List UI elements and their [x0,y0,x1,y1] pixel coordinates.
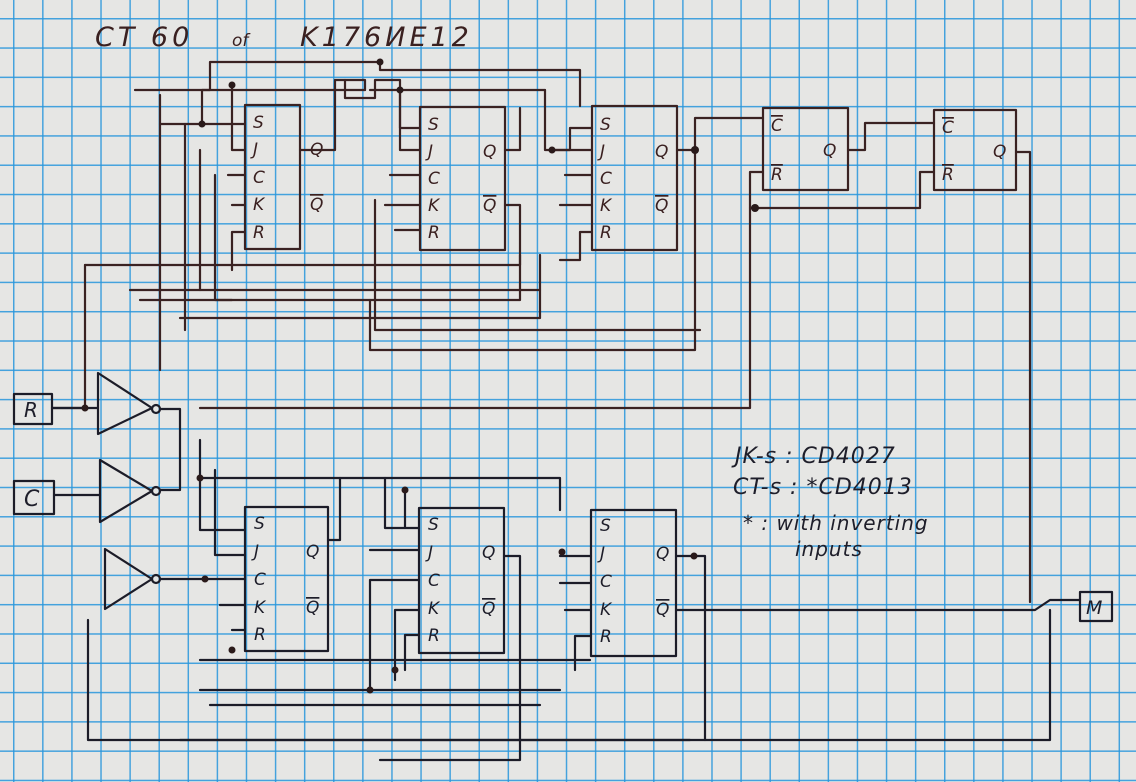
pin-s: S [600,115,611,135]
pin-c: C [600,572,612,592]
pin-j: J [250,140,258,160]
note-inputs: inputs [795,537,863,561]
title-of: of [232,31,251,51]
pin-cbar: C [942,118,954,138]
clock-terminal-label: C [24,487,40,512]
inverter-clock [98,458,162,524]
pin-j: J [597,142,605,162]
note-ct-chip: CT-s : *CD4013 [733,475,913,500]
jk-2-body [418,105,507,252]
pin-r: R [600,223,612,243]
pin-q: Q [483,142,496,162]
pin-c: C [253,168,265,188]
pin-k: K [428,599,441,619]
pin-qbar: Q [482,599,495,619]
inverter-1-bubble [150,403,162,415]
jk-flipflop-4: S J C K R Q Q [243,505,330,653]
pin-c: C [254,570,266,590]
pin-k: K [254,598,267,618]
jk-flipflop-3: S J C K R Q Q [590,104,679,252]
pin-c: C [428,169,440,189]
inverter-1-triangle [96,371,154,436]
minute-output-terminal: M [1078,590,1114,623]
pin-j: J [251,542,259,562]
inverter-reset [96,371,162,436]
jk-1-body [243,103,302,251]
pin-qbar: Q [655,196,668,216]
pin-s: S [428,115,439,135]
jk-flipflop-2: S J C K R Q Q [418,105,507,252]
pin-c: C [428,571,440,591]
jk-3-body [590,104,679,252]
pin-rbar: R [771,165,783,185]
pin-q: Q [306,542,319,562]
pin-qbar: Q [656,600,669,620]
pin-q: Q [993,142,1006,162]
jk-flipflop-5: S J C K R Q Q [417,506,506,655]
pin-j: J [597,544,605,564]
pin-k: K [600,600,613,620]
junctions [81,58,759,694]
minute-output-label: M [1086,597,1102,619]
note-jk-chip: JK-s : CD4027 [731,444,896,469]
pin-q: Q [482,543,495,563]
pin-k: K [600,196,613,216]
minute-output-box [1078,590,1114,623]
ct-flipflop-2: C R Q [932,108,1018,192]
pin-qbar: Q [306,598,319,618]
pin-s: S [254,514,265,534]
title-prefix: CT 60 [95,22,193,53]
pin-s: S [428,515,439,535]
jk-flipflop-6: S J C K R Q Q [589,508,678,658]
clock-terminal-box [12,479,56,516]
pin-k: K [253,195,266,215]
pin-q: Q [655,142,668,162]
pin-qbar: Q [483,196,496,216]
ct-flipflop-1: C R Q [761,106,850,192]
note-inverting: * : with inverting [743,511,929,535]
pin-r: R [428,626,440,646]
wires-top [50,60,1032,604]
inverter-3-bubble [150,573,162,585]
inverter-2-bubble [150,485,162,497]
pin-j: J [425,142,433,162]
inverter-2-triangle [98,458,154,524]
title: CT 60 of K176ИЕ12 [95,22,473,53]
pin-q: Q [656,544,669,564]
notes: JK-s : CD4027 CT-s : *CD4013 * : with in… [731,444,929,561]
pin-r: R [600,627,612,647]
ct-2-body [932,108,1018,192]
pin-k: K [428,196,441,216]
clock-terminal: C [12,479,56,516]
wires-bottom [50,406,1082,762]
reset-terminal: R [12,392,54,426]
pin-cbar: C [771,116,783,136]
inverter-3 [103,547,162,611]
title-chip: K176ИЕ12 [300,22,473,53]
pin-r: R [254,625,266,645]
jk-flipflop-1: S J C K R Q Q [243,103,323,251]
pin-qbar: Q [310,195,323,215]
pin-c: C [600,169,612,189]
inverter-3-triangle [103,547,154,611]
pin-r: R [253,223,265,243]
pin-rbar: R [942,165,954,185]
pin-s: S [600,516,611,536]
reset-terminal-label: R [24,398,38,422]
pin-j: J [425,543,433,563]
pin-s: S [253,113,264,133]
pin-r: R [428,223,440,243]
pin-q: Q [823,141,836,161]
